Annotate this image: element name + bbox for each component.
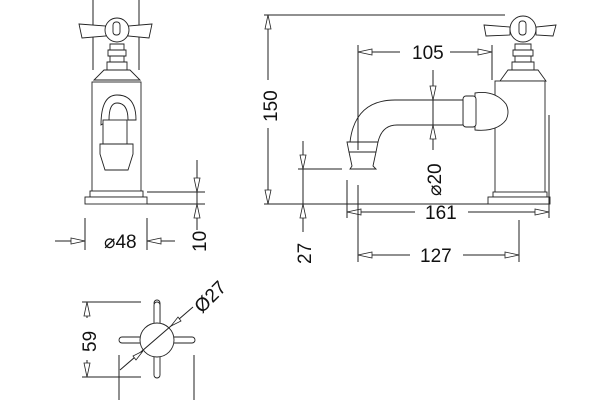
side-view: 150 105 ⌀20 [261,14,557,267]
spout [346,92,509,170]
front-diameter-label: ⌀48 [104,232,137,253]
base-height-label: 10 [190,231,211,252]
outlet-height-label: 27 [295,243,316,264]
front-view: ⌀48 10 [55,0,211,253]
top-view: 59 Ø27 [80,277,231,400]
handle-width-label: 59 [80,331,101,352]
cross-handle [78,17,153,43]
height-label: 150 [261,90,282,122]
cross-handle-side [483,15,557,43]
spout-diameter-label: ⌀20 [425,163,446,196]
reach-label: 105 [412,43,444,64]
spout-depth-label: 127 [420,246,452,267]
handle-diameter-label: Ø27 [191,277,231,317]
total-depth-label: 161 [425,203,457,224]
